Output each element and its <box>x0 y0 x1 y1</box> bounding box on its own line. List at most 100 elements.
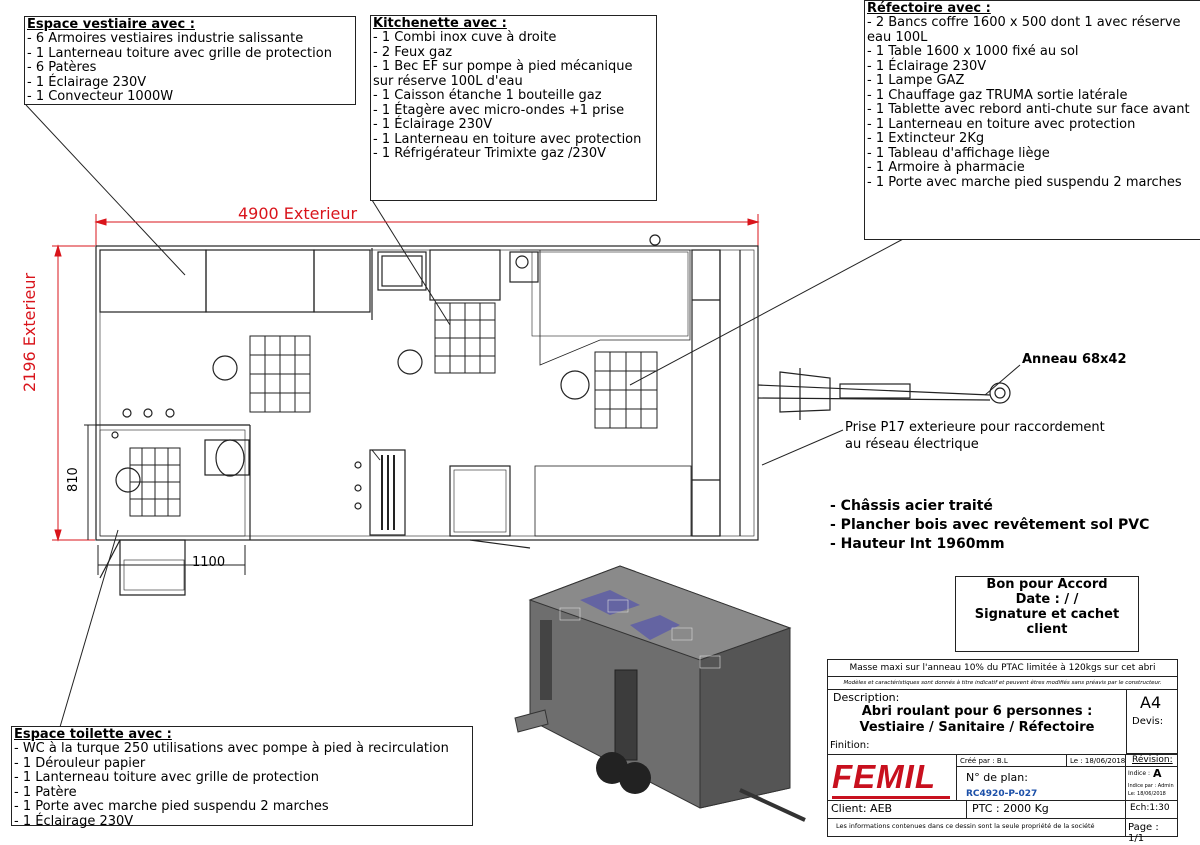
kitchenette-box: Kitchenette avec : 1 Combi inox cuve à d… <box>370 15 657 201</box>
refectoire-item: 1 Chauffage gaz TRUMA sortie latérale <box>867 88 1198 104</box>
tb-row-separator <box>828 754 1177 755</box>
skylight-grids <box>129 302 658 517</box>
vestiaire-item: 1 Convecteur 1000W <box>27 89 353 105</box>
tb-indice-par: Indice par : Admin <box>1128 783 1174 789</box>
spec-item: - Châssis acier traité <box>830 498 993 514</box>
tb-client: Client: AEB <box>831 802 893 815</box>
refectoire-item: 1 Lampe GAZ <box>867 73 1198 89</box>
refectoire-box: Réfectoire avec : 2 Bancs coffre 1600 x … <box>864 0 1200 240</box>
trailer-outline <box>95 234 759 596</box>
tb-grid-a <box>956 754 957 800</box>
tb-indice-value: A <box>1153 767 1162 780</box>
tb-description-2: Vestiaire / Sanitaire / Réfectoire <box>859 720 1095 735</box>
length-dimension-label: 4900 Exterieur <box>238 204 358 223</box>
vestiaire-title: Espace vestiaire avec : <box>27 17 195 32</box>
tb-grid-h <box>828 818 1177 819</box>
kitchenette-title: Kitchenette avec : <box>373 16 507 31</box>
tb-grid-c <box>956 766 1177 767</box>
accord-box: Bon pour Accord Date : / / Signature et … <box>955 576 1139 652</box>
title-block: Masse maxi sur l'anneau 10% du PTAC limi… <box>827 659 1178 844</box>
refectoire-item: 1 Armoire à pharmacie <box>867 160 1198 176</box>
tb-format: A4 <box>1140 693 1162 712</box>
width-dimension <box>52 244 95 542</box>
accord-line3: Signature et cachet client <box>974 607 1120 637</box>
anneau-label: Anneau 68x42 <box>1022 352 1127 367</box>
toilette-item: WC à la turque 250 utilisations avec pom… <box>14 741 470 757</box>
dim-1100 <box>97 545 246 575</box>
tb-modeles: Modèles et caractéristiques sont donnés … <box>828 677 1177 690</box>
kitchenette-item: 1 Bec EF sur pompe à pied mécanique sur … <box>373 59 654 89</box>
drawbar <box>757 368 1011 420</box>
toilette-list: WC à la turque 250 utilisations avec pom… <box>14 741 470 830</box>
tb-grid-f <box>966 800 967 818</box>
dim-1100-label: 1100 <box>192 555 226 570</box>
kitchenette-item: 1 Lanterneau en toiture avec protection <box>373 132 654 148</box>
prise-label-1: Prise P17 exterieure pour raccordement <box>845 420 1105 435</box>
femil-logo: FEMIL <box>832 758 936 795</box>
tb-devis: Devis: <box>1132 716 1164 727</box>
kitchenette-item: 1 Étagère avec micro-ondes +1 prise <box>373 103 654 119</box>
kitchenette-list: 1 Combi inox cuve à droite2 Feux gaz1 Be… <box>373 30 654 162</box>
tb-ptc: PTC : 2000 Kg <box>972 802 1049 815</box>
length-dimension <box>94 214 760 246</box>
toilette-item: 1 Éclairage 230V <box>14 814 470 830</box>
dim-810 <box>84 424 96 540</box>
trailer-3d-render <box>514 565 806 822</box>
tb-masse: Masse maxi sur l'anneau 10% du PTAC limi… <box>828 660 1177 677</box>
toilette-item: 1 Porte avec marche pied suspendu 2 marc… <box>14 799 470 815</box>
toilette-item: 1 Dérouleur papier <box>14 756 470 772</box>
tb-propriete: Les informations contenues dans ce dessi… <box>836 822 1095 830</box>
tb-echelle: Ech:1:30 <box>1130 803 1170 813</box>
refectoire-item: 1 Éclairage 230V <box>867 59 1198 75</box>
vestiaire-item: 6 Patères <box>27 60 353 76</box>
tb-le-date: Le : 18/06/2018 <box>1070 757 1126 765</box>
toilette-item: 1 Lanterneau toiture avec grille de prot… <box>14 770 470 786</box>
tb-description-1: Abri roulant pour 6 personnes : <box>861 704 1093 719</box>
tb-revision: Révision: <box>1132 755 1173 765</box>
tb-plan-label: N° de plan: <box>966 771 1028 784</box>
tb-indice-le: Le: 18/06/2018 <box>1128 791 1166 797</box>
accord-line1: Bon pour Accord <box>986 577 1108 592</box>
tb-grid-e <box>828 800 1177 801</box>
refectoire-item: 2 Bancs coffre 1600 x 500 dont 1 avec ré… <box>867 15 1198 45</box>
tb-description-label: Description: <box>833 691 900 704</box>
logo-underline <box>832 796 950 799</box>
tb-grid-d <box>1125 754 1126 800</box>
vestiaire-item: 6 Armoires vestiaires industrie salissan… <box>27 31 353 47</box>
refectoire-item: 1 Tableau d'affichage liège <box>867 146 1198 162</box>
leader-lines <box>25 104 1021 728</box>
accord-line2: Date : / / <box>1015 592 1079 607</box>
dim-810-label: 810 <box>66 467 81 492</box>
refectoire-title: Réfectoire avec : <box>867 1 991 16</box>
kitchenette-item: 1 Éclairage 230V <box>373 117 654 133</box>
refectoire-item: 1 Table 1600 x 1000 fixé au sol <box>867 44 1198 60</box>
refectoire-list: 2 Bancs coffre 1600 x 500 dont 1 avec ré… <box>867 15 1198 191</box>
tb-finition: Finition: <box>830 740 870 751</box>
width-dimension-label: 2196 Exterieur <box>20 272 39 392</box>
refectoire-item: 1 Lanterneau en toiture avec protection <box>867 117 1198 133</box>
vestiaire-box: Espace vestiaire avec : 6 Armoires vesti… <box>24 16 356 105</box>
tb-cree-par: Créé par : B.L <box>960 757 1008 765</box>
refectoire-item: 1 Tablette avec rebord anti-chute sur fa… <box>867 102 1198 118</box>
tb-grid-b <box>1066 754 1067 766</box>
toilette-item: 1 Patère <box>14 785 470 801</box>
tb-plan-number: RC4920-P-027 <box>966 789 1038 799</box>
specs-list: - Châssis acier traité - Plancher bois av… <box>830 497 1149 554</box>
prise-label-2: au réseau électrique <box>845 437 979 452</box>
kitchenette-item: 1 Réfrigérateur Trimixte gaz /230V <box>373 146 654 162</box>
spec-item: - Plancher bois avec revêtement sol PVC <box>830 517 1150 533</box>
refectoire-item: 1 Extincteur 2Kg <box>867 131 1198 147</box>
refectoire-item: 1 Porte avec marche pied suspendu 2 marc… <box>867 175 1198 191</box>
kitchenette-item: 2 Feux gaz <box>373 45 654 61</box>
vestiaire-item: 1 Éclairage 230V <box>27 75 353 91</box>
tb-indice: Indice : <box>1128 770 1150 777</box>
toilette-title: Espace toilette avec : <box>14 727 172 742</box>
toilette-box: Espace toilette avec : WC à la turque 25… <box>11 726 473 830</box>
kitchenette-item: 1 Caisson étanche 1 bouteille gaz <box>373 88 654 104</box>
tb-page: Page : 1/1 <box>1128 822 1159 844</box>
tb-format-cell <box>1126 690 1177 754</box>
spec-item: - Hauteur Int 1960mm <box>830 536 1005 552</box>
vestiaire-item: 1 Lanterneau toiture avec grille de prot… <box>27 46 353 62</box>
vestiaire-list: 6 Armoires vestiaires industrie salissan… <box>27 31 353 105</box>
